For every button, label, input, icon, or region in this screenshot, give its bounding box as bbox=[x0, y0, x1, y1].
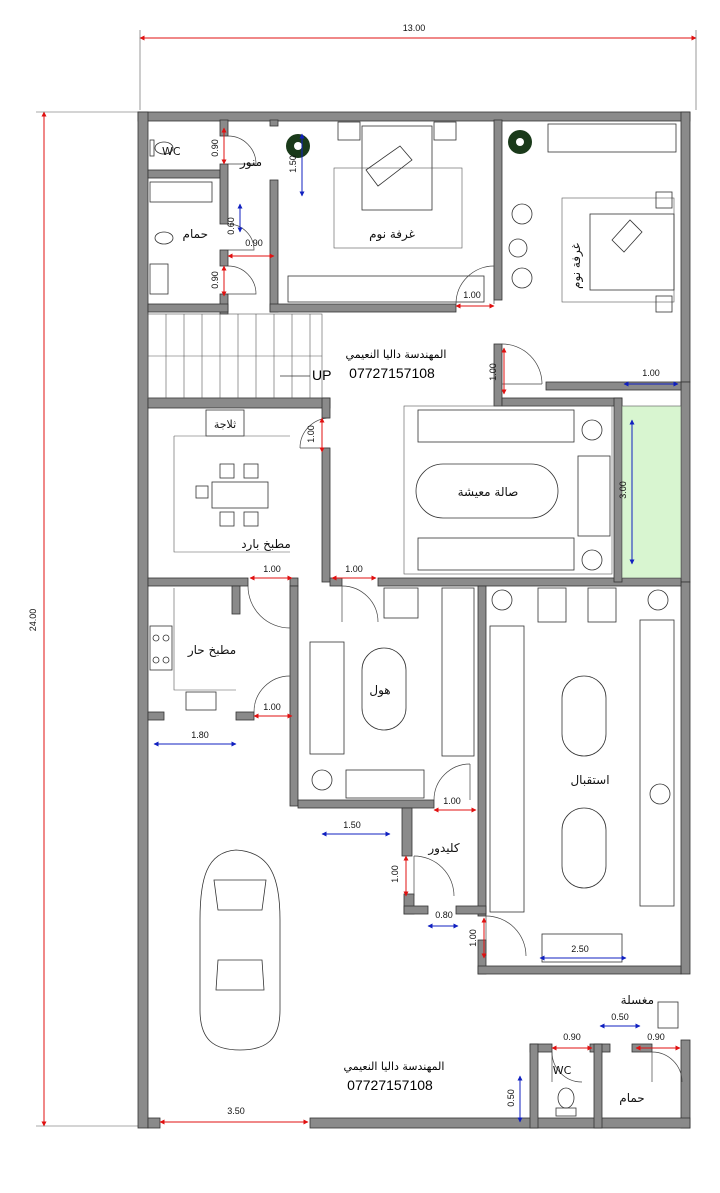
toilet-icon bbox=[555, 1087, 577, 1117]
overall-height-label: 24.00 bbox=[28, 609, 38, 632]
svg-text:1.00: 1.00 bbox=[642, 368, 660, 378]
bedroom-1-label: غرفة نوم bbox=[369, 227, 415, 242]
balcony-area bbox=[621, 405, 682, 579]
bath-top-label: حمام bbox=[183, 227, 208, 241]
credit-name: المهندسة داليا النعيمي bbox=[344, 1060, 445, 1073]
hot-kitchen-furniture bbox=[149, 588, 236, 711]
bedroom-2-furniture bbox=[508, 123, 677, 313]
hall-furniture bbox=[309, 587, 475, 799]
bathtub-icon bbox=[149, 181, 213, 203]
dimension-annotations: 0.90 1.50 0.60 0.90 0.90 1.00 1.00 1.00 … bbox=[153, 127, 681, 1125]
svg-text:1.00: 1.00 bbox=[468, 929, 478, 947]
bedroom-1-furniture bbox=[287, 121, 485, 303]
svg-text:1.00: 1.00 bbox=[463, 290, 481, 300]
svg-text:1.80: 1.80 bbox=[191, 730, 209, 740]
svg-text:0.90: 0.90 bbox=[245, 238, 263, 248]
car-icon bbox=[199, 849, 281, 1051]
wc-bottom-label: WC bbox=[553, 1064, 572, 1077]
svg-text:1.00: 1.00 bbox=[263, 702, 281, 712]
sink-label: مغسلة bbox=[621, 993, 654, 1007]
reception-furniture bbox=[489, 587, 675, 963]
svg-text:1.00: 1.00 bbox=[390, 865, 400, 883]
plant-icon bbox=[286, 134, 310, 158]
plant-icon bbox=[508, 130, 532, 154]
svg-text:1.00: 1.00 bbox=[263, 564, 281, 574]
sink-icon bbox=[657, 1001, 679, 1029]
svg-text:0.60: 0.60 bbox=[226, 217, 236, 235]
cold-kitchen-label: مطبخ بارد bbox=[241, 537, 291, 552]
living-label: صالة معيشة bbox=[458, 485, 519, 499]
stairs-up-label: UP bbox=[312, 367, 331, 383]
bath-bottom-label: حمام bbox=[619, 1091, 644, 1105]
staircase: UP bbox=[147, 313, 331, 399]
overall-height-dimension: 24.00 bbox=[28, 111, 140, 1127]
overall-width-label: 13.00 bbox=[403, 23, 426, 33]
toilet-icon bbox=[149, 139, 174, 157]
cold-kitchen-furniture bbox=[173, 409, 290, 553]
reception-label: استقبال bbox=[570, 773, 609, 787]
corridor-label: كليدور bbox=[427, 841, 459, 856]
svg-text:1.00: 1.00 bbox=[345, 564, 363, 574]
svg-text:2.50: 2.50 bbox=[571, 944, 589, 954]
wc-top-label: WC bbox=[162, 145, 181, 158]
interior-walls bbox=[147, 119, 682, 1129]
washbasin-icon bbox=[149, 263, 169, 295]
credit-name: المهندسة داليا النعيمي bbox=[346, 348, 447, 361]
svg-text:1.50: 1.50 bbox=[343, 820, 361, 830]
toilet-icon bbox=[154, 231, 174, 245]
credit-phone: 07727157108 bbox=[347, 1077, 433, 1093]
fridge-label: ثلاجة bbox=[214, 418, 236, 431]
overall-width-dimension: 13.00 bbox=[139, 23, 697, 110]
svg-text:0.90: 0.90 bbox=[210, 139, 220, 157]
hall-label: هول bbox=[369, 683, 390, 698]
svg-text:1.00: 1.00 bbox=[488, 363, 498, 381]
svg-text:0.90: 0.90 bbox=[647, 1032, 665, 1042]
svg-text:1.50: 1.50 bbox=[288, 155, 298, 173]
living-furniture bbox=[403, 405, 613, 575]
svg-text:1.00: 1.00 bbox=[306, 425, 316, 443]
svg-text:0.80: 0.80 bbox=[435, 910, 453, 920]
hot-kitchen-label: مطبخ حار bbox=[187, 643, 236, 658]
svg-text:0.90: 0.90 bbox=[563, 1032, 581, 1042]
light-well-label: منور bbox=[239, 155, 262, 170]
bedroom-2-label: غرفة نوم bbox=[569, 243, 584, 289]
exterior-walls bbox=[137, 111, 691, 1129]
doors bbox=[227, 135, 683, 1083]
svg-text:0.90: 0.90 bbox=[210, 271, 220, 289]
svg-text:0.50: 0.50 bbox=[611, 1012, 629, 1022]
credit-phone: 07727157108 bbox=[349, 365, 435, 381]
svg-text:0.50: 0.50 bbox=[506, 1089, 516, 1107]
svg-text:1.00: 1.00 bbox=[443, 796, 461, 806]
svg-text:3.00: 3.00 bbox=[618, 481, 628, 499]
svg-text:3.50: 3.50 bbox=[227, 1106, 245, 1116]
